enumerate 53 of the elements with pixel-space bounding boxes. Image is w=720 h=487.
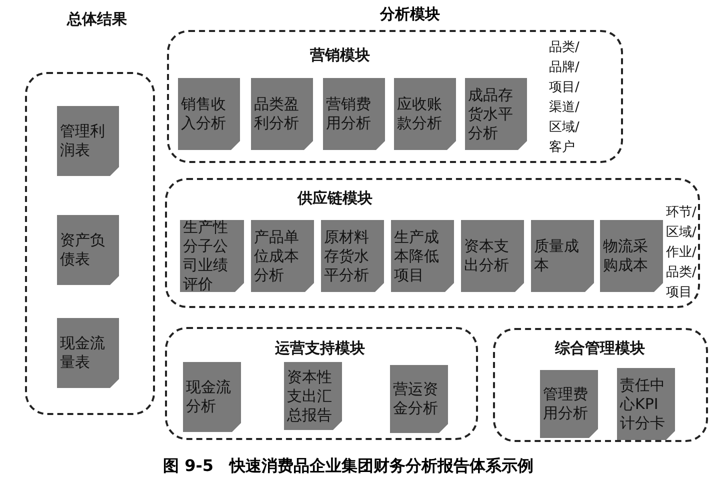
report-name: 物流采购成本 bbox=[603, 237, 649, 275]
report-card bbox=[321, 220, 384, 292]
module-frame bbox=[493, 328, 708, 442]
report-card bbox=[284, 362, 342, 430]
report-name: 应收账款分析 bbox=[397, 95, 443, 133]
report-card bbox=[183, 362, 241, 432]
report-name: 营运资金分析 bbox=[393, 380, 439, 418]
dimension-list: 品类/品牌/项目/渠道/区域/客户 bbox=[549, 38, 585, 158]
report-name: 质量成本 bbox=[534, 237, 580, 275]
module-heading: 运营支持模块 bbox=[275, 339, 365, 358]
report-name: 生产性分子公司业绩评价 bbox=[183, 218, 229, 294]
report-card bbox=[391, 220, 454, 292]
report-name: 成品存货水平分析 bbox=[468, 86, 514, 142]
module-frame bbox=[165, 178, 700, 308]
module-heading: 总体结果 bbox=[67, 10, 127, 29]
report-name: 资本支出分析 bbox=[464, 237, 510, 275]
report-card bbox=[178, 78, 240, 150]
report-name: 管理费用分析 bbox=[543, 385, 589, 423]
report-name: 营销费用分析 bbox=[326, 95, 372, 133]
report-card bbox=[251, 78, 313, 150]
report-card bbox=[57, 318, 119, 388]
report-card bbox=[390, 365, 448, 433]
module-heading: 综合管理模块 bbox=[555, 339, 645, 358]
report-name: 现金流分析 bbox=[186, 378, 232, 416]
section-title: 分析模块 bbox=[380, 5, 440, 24]
report-name: 现金流量表 bbox=[60, 334, 106, 372]
module-frame bbox=[167, 30, 623, 163]
report-card bbox=[465, 78, 527, 150]
report-name: 资本性支出汇总报告 bbox=[287, 368, 333, 424]
module-frame bbox=[165, 327, 478, 440]
module-heading: 营销模块 bbox=[310, 46, 370, 65]
report-card bbox=[600, 220, 663, 292]
report-card bbox=[180, 220, 244, 292]
dimension-list: 环节/区域/作业/品类/项目 bbox=[666, 203, 702, 303]
report-name: 原材料存货水平分析 bbox=[324, 228, 370, 284]
report-card bbox=[323, 78, 385, 150]
report-card bbox=[540, 370, 598, 438]
report-card bbox=[57, 215, 119, 285]
report-card bbox=[617, 368, 675, 440]
report-card bbox=[394, 78, 456, 150]
report-name: 产品单位成本分析 bbox=[254, 228, 300, 284]
report-card bbox=[57, 106, 119, 176]
module-heading: 供应链模块 bbox=[298, 189, 372, 208]
report-card bbox=[251, 220, 314, 292]
report-name: 责任中心KPI计分卡 bbox=[620, 376, 666, 432]
report-name: 生产成本降低项目 bbox=[394, 228, 440, 284]
figure-caption: 图 9-5 快速消费品企业集团财务分析报告体系示例 bbox=[163, 456, 534, 477]
report-name: 管理利润表 bbox=[60, 122, 106, 160]
report-card bbox=[461, 220, 524, 292]
report-name: 资产负债表 bbox=[60, 231, 106, 269]
report-name: 销售收入分析 bbox=[181, 95, 227, 133]
report-card bbox=[531, 220, 594, 292]
report-name: 品类盈利分析 bbox=[254, 95, 300, 133]
